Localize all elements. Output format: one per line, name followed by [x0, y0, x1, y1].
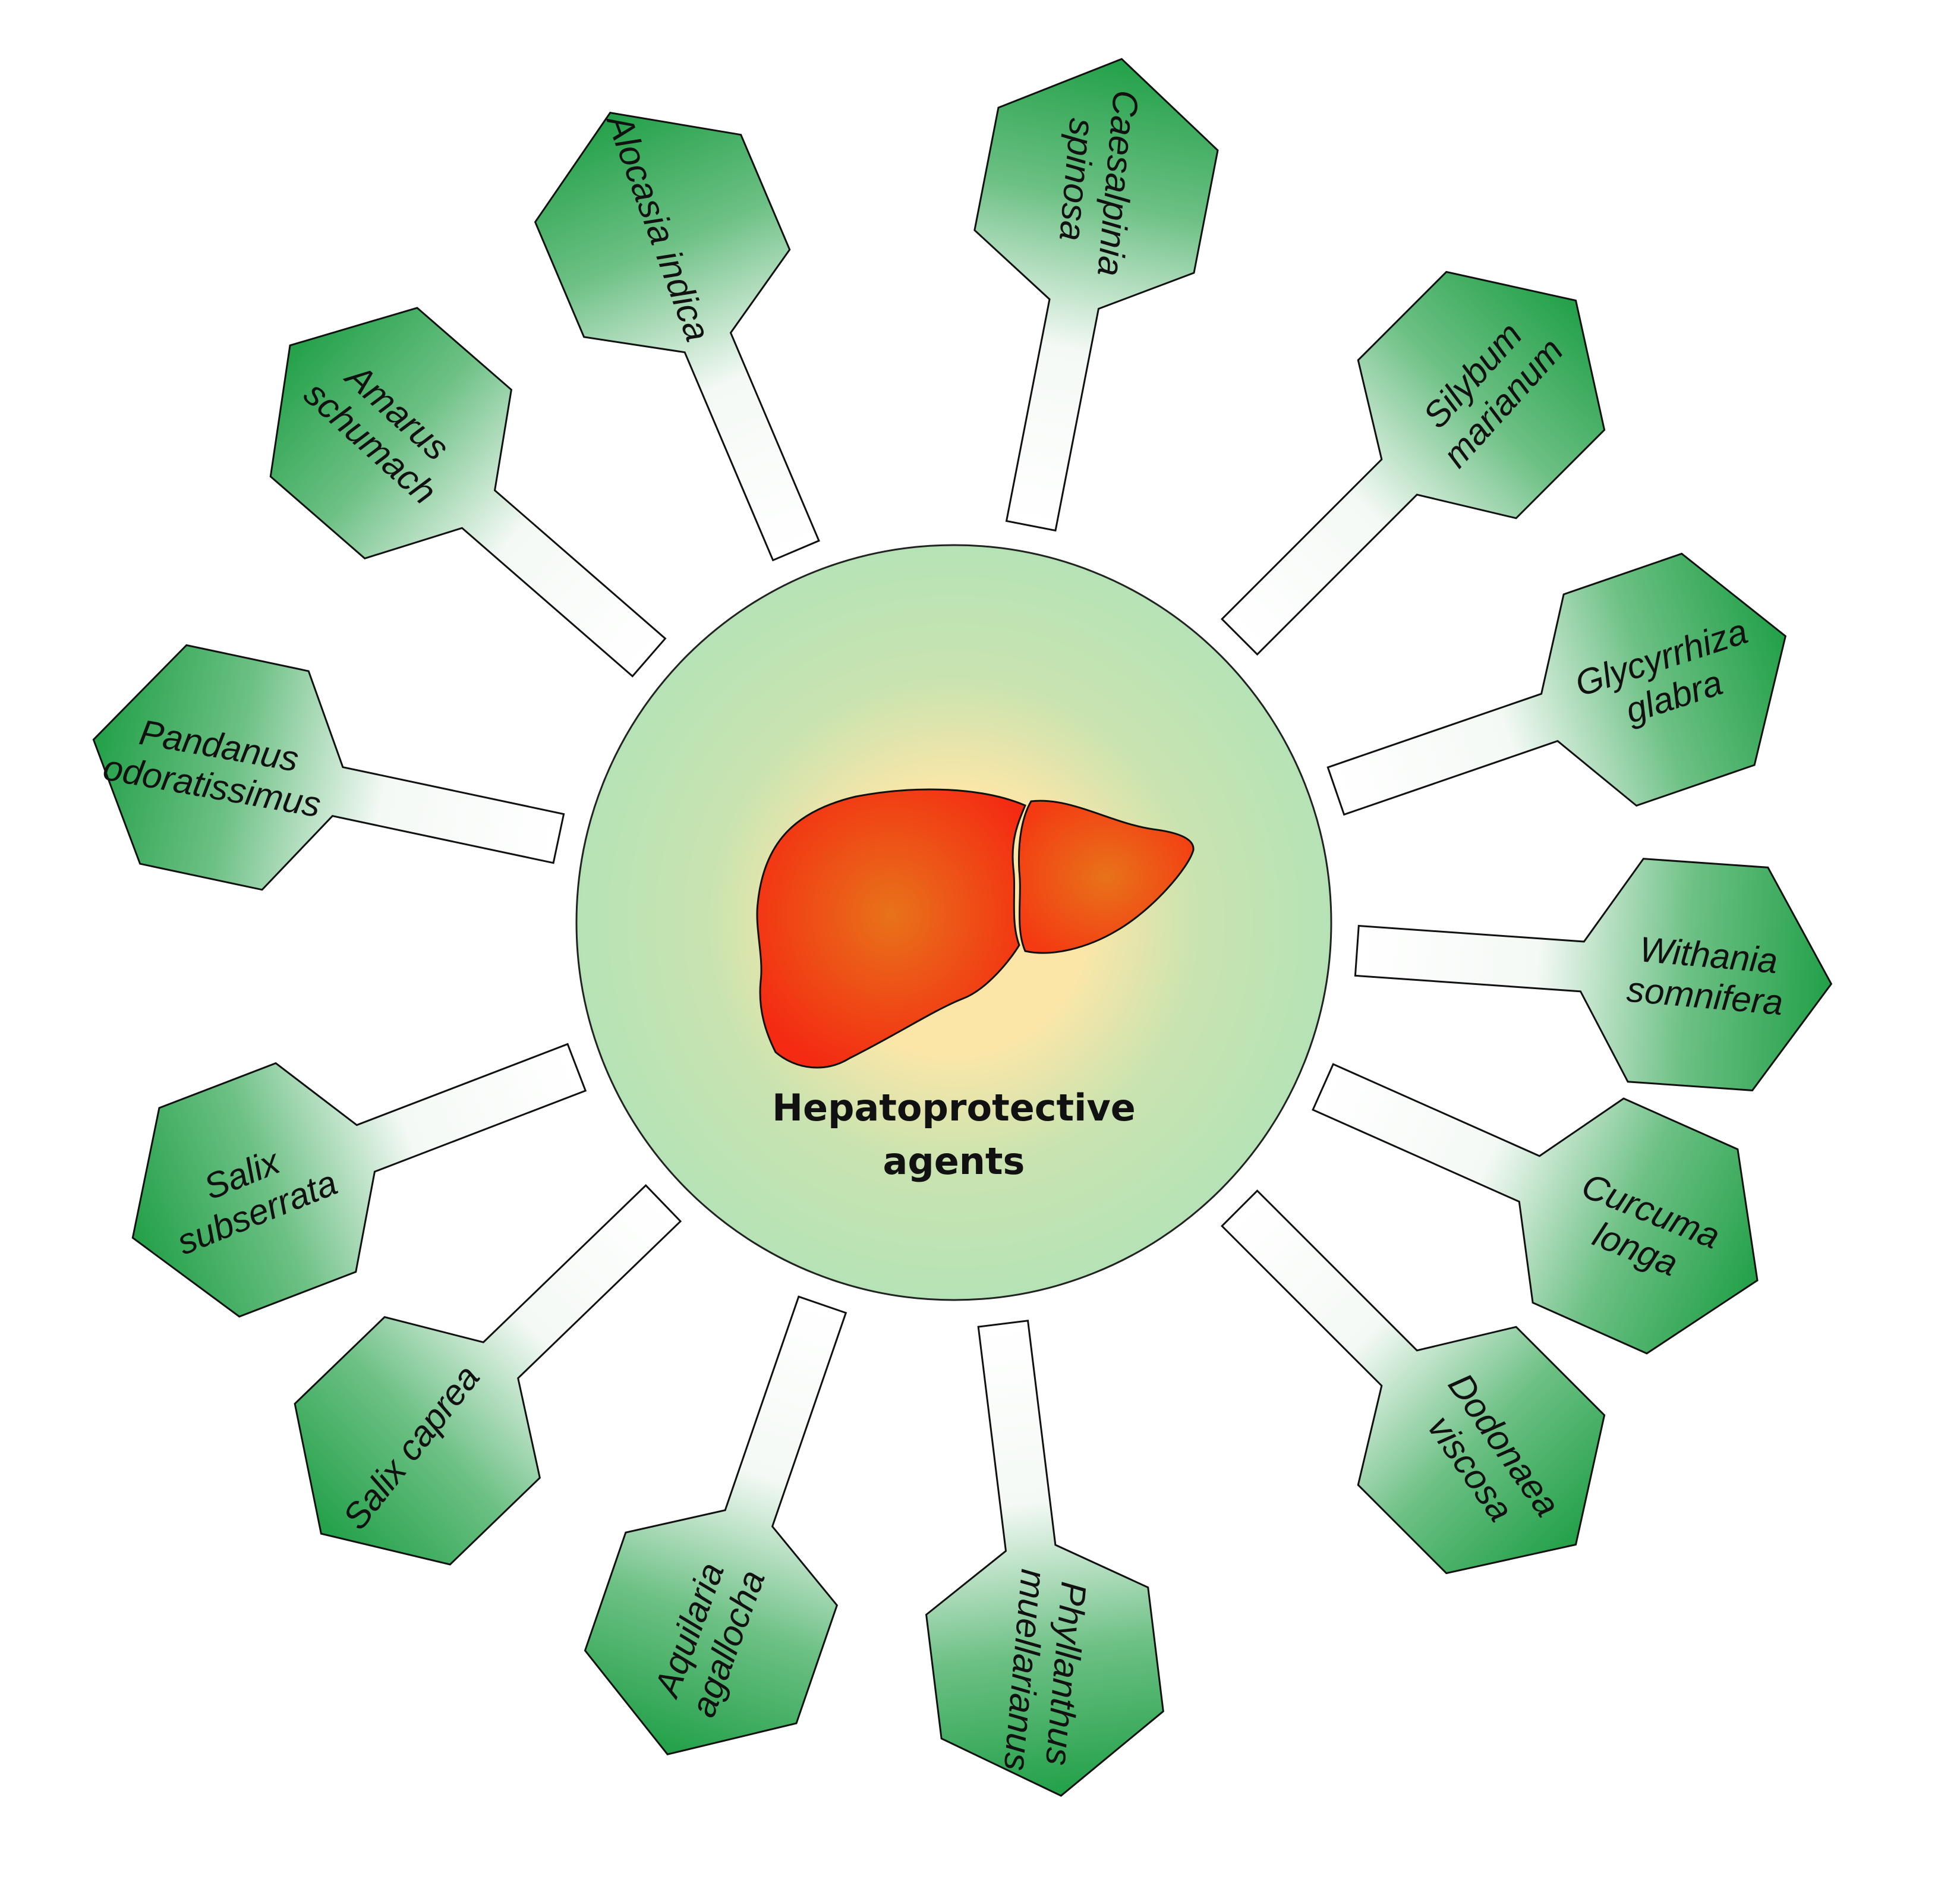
plant-label-11: Salixsubserrata — [131, 1043, 587, 1318]
center-title-line1: Hepatoprotective — [772, 1086, 1136, 1129]
plant-label-2: Caesalpiniaspinosa — [973, 58, 1219, 532]
plant-label-7: Dodonaeaviscosa — [1221, 1189, 1606, 1575]
plant-label-shape — [925, 1320, 1164, 1797]
plant-label-8: Phyllanthusmuellarianus — [925, 1320, 1164, 1797]
plant-label-1: Alocasia indica — [534, 108, 820, 562]
plant-label-6: Curcumalonga — [1312, 1063, 1759, 1355]
plant-label-shape — [294, 1184, 682, 1566]
plant-label-shape — [1312, 1063, 1759, 1355]
plant-label-12: Pandanusodoratissimus — [92, 644, 565, 891]
plant-label-shape — [1221, 270, 1606, 656]
plant-label-3: Silybummarianum — [1221, 270, 1606, 656]
plant-label-13: Amarusschumach — [269, 307, 667, 678]
plant-label-4: Glycyrrhizaglabra — [1326, 552, 1787, 816]
plant-label-shape — [269, 307, 667, 678]
plant-label-shape — [534, 112, 820, 562]
plant-label-shape — [1354, 858, 1833, 1091]
plant-label-10: Salix caprea — [294, 1184, 682, 1566]
plant-name: Caesalpiniaspinosa — [1049, 85, 1146, 278]
liver-icon — [756, 788, 1195, 1069]
plant-label-5: Withaniasomnifera — [1354, 858, 1833, 1091]
plant-label-shape — [92, 644, 565, 891]
plant-label-shape — [1326, 552, 1787, 816]
plant-label-shape — [584, 1295, 847, 1756]
plant-label-9: Aquilariaagallocha — [584, 1295, 847, 1756]
plant-label-shape — [973, 58, 1219, 532]
plant-label-shape — [1221, 1189, 1606, 1575]
plant-label-shape — [131, 1043, 587, 1318]
center-title-line2: agents — [883, 1140, 1025, 1183]
plant-labels: Alocasia indica CaesalpiniaspinosaSilybum… — [92, 58, 1833, 1797]
plant-name: Phyllanthusmuellarianus — [997, 1567, 1095, 1776]
